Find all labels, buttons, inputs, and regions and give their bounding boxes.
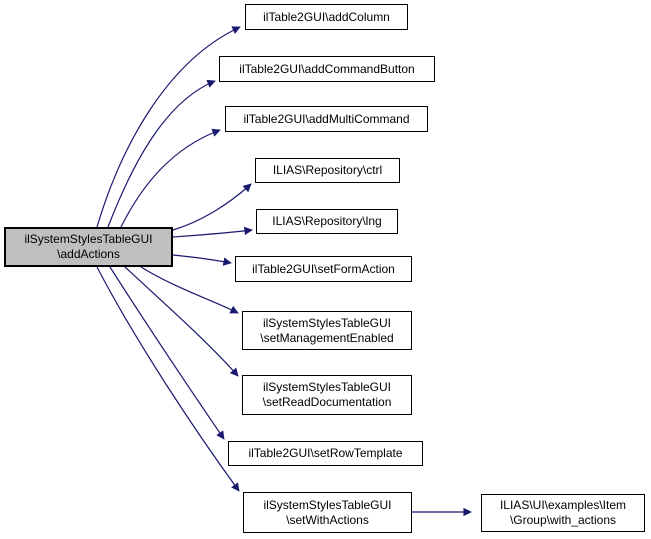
edge-addactions-to-setwithactions bbox=[96, 266, 240, 492]
edge-addactions-to-ctrl bbox=[172, 183, 252, 231]
node-label-line: \setWithActions bbox=[286, 512, 369, 527]
edge-addactions-to-addcolumn bbox=[96, 26, 241, 228]
node-ilias-ui-examples-item-group-with-actions[interactable]: ILIAS\UI\examples\Item \Group\with_actio… bbox=[481, 494, 645, 532]
node-label-line: \setReadDocumentation bbox=[262, 395, 392, 409]
node-label-line: \setManagementEnabled bbox=[260, 330, 394, 345]
node-label-line: ilSystemStylesTableGUI bbox=[24, 232, 153, 246]
node-iltable2gui-addmulticommand[interactable]: ilTable2GUI\addMultiCommand bbox=[225, 106, 428, 132]
edge-addactions-to-lng bbox=[172, 226, 253, 238]
node-label-line: ILIAS\Repository\lng bbox=[272, 214, 382, 228]
node-iltable2gui-setformaction[interactable]: ilTable2GUI\setFormAction bbox=[235, 256, 412, 282]
node-label-line: ilTable2GUI\addColumn bbox=[263, 9, 390, 24]
edge-addactions-to-setreaddocumentation bbox=[124, 266, 239, 377]
node-label-line: ilTable2GUI\addCommandButton bbox=[239, 61, 415, 76]
node-iltable2gui-addcommandbutton[interactable]: ilTable2GUI\addCommandButton bbox=[219, 56, 435, 82]
node-ilias-repository-lng[interactable]: ILIAS\Repository\lng bbox=[256, 209, 398, 234]
edge-addactions-to-addcommandbutton bbox=[107, 79, 216, 228]
node-label-line: ilSystemStylesTableGUI bbox=[263, 497, 392, 512]
node-label-line: ilTable2GUI\setRowTemplate bbox=[248, 446, 403, 460]
edge-addactions-to-setrowtemplate bbox=[109, 266, 225, 440]
node-label-line: ilTable2GUI\addMultiCommand bbox=[243, 111, 410, 126]
node-ilsystemstylestablegui-setwithactions[interactable]: ilSystemStylesTableGUI \setWithActions bbox=[243, 492, 412, 533]
node-ilsystemstylestablegui-setmanagementenabled[interactable]: ilSystemStylesTableGUI \setManagementEna… bbox=[242, 311, 412, 350]
edge-addactions-to-setmanagementenabled bbox=[140, 266, 239, 314]
node-label-line: ILIAS\Repository\ctrl bbox=[272, 163, 383, 177]
node-label-line: ilSystemStylesTableGUI bbox=[262, 315, 392, 330]
node-iltable2gui-addcolumn[interactable]: ilTable2GUI\addColumn bbox=[245, 4, 408, 30]
node-iltable2gui-setrowtemplate[interactable]: ilTable2GUI\setRowTemplate bbox=[228, 441, 423, 466]
node-ilsystemstylestablegui-addactions: ilSystemStylesTableGUI \addActions bbox=[4, 227, 173, 267]
node-label-line: \Group\with_actions bbox=[509, 513, 617, 527]
edge-addactions-to-addmulticommand bbox=[120, 128, 221, 228]
node-ilsystemstylestablegui-setreaddocumentation[interactable]: ilSystemStylesTableGUI \setReadDocumenta… bbox=[242, 375, 412, 415]
node-label-line: ILIAS\UI\examples\Item bbox=[499, 498, 627, 512]
node-ilias-repository-ctrl[interactable]: ILIAS\Repository\ctrl bbox=[255, 158, 400, 183]
node-label-line: \addActions bbox=[57, 247, 120, 261]
node-label-line: ilSystemStylesTableGUI bbox=[262, 380, 392, 394]
node-label-line: ilTable2GUI\setFormAction bbox=[252, 261, 395, 276]
edge-addactions-to-setformaction bbox=[172, 254, 232, 266]
